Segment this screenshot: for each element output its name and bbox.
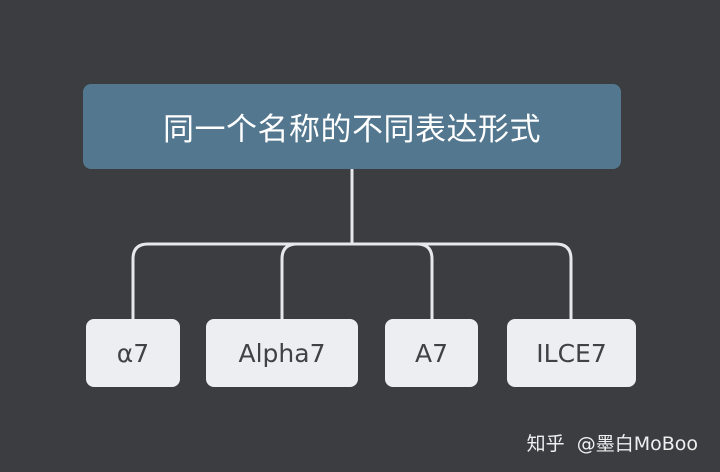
watermark: 知乎 @墨白MoBoo: [527, 429, 698, 456]
connector-to-alpha-symbol: [131, 242, 354, 321]
child-node-ilce7: ILCE7: [507, 319, 636, 387]
watermark-site: 知乎: [526, 433, 565, 455]
connector-to-ilce7: [350, 242, 573, 321]
child-node-alpha-symbol: α7: [86, 319, 180, 387]
connector-to-alpha7: [280, 242, 354, 321]
connector-to-a7: [350, 242, 434, 321]
child-node-alpha7: Alpha7: [206, 319, 358, 387]
child-node-a7: A7: [385, 319, 478, 387]
watermark-author: @墨白MoBoo: [576, 433, 698, 455]
root-node-title: 同一个名称的不同表达形式: [83, 84, 621, 169]
